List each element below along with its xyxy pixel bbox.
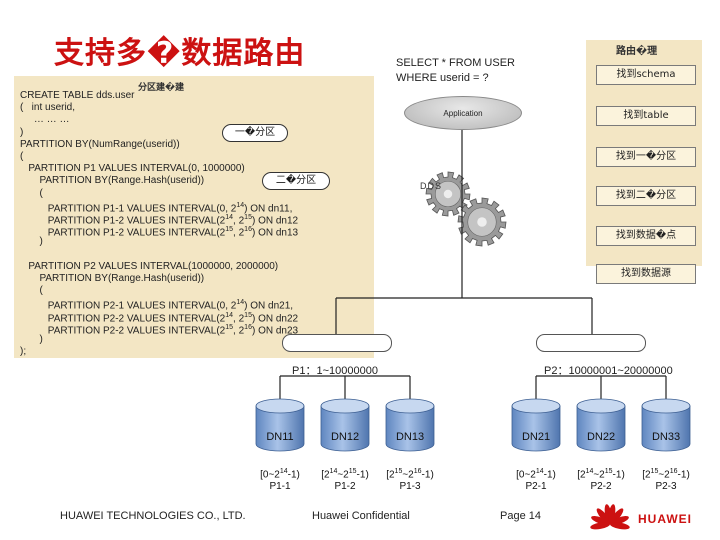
page-title: 支持多�数据路由 <box>54 36 306 71</box>
data-node-name: DN11 <box>266 431 294 443</box>
data-node-cylinder-icon <box>576 398 626 452</box>
callout-level1-partition: 一�分区 <box>222 124 288 142</box>
data-node-cylinder-icon <box>255 398 305 452</box>
sql-line: PARTITION BY(NumRange(userid)) <box>20 138 180 150</box>
sql-ddl-panel <box>14 76 374 358</box>
sql-line: ); <box>20 346 27 358</box>
dds-gears-icon <box>425 171 507 247</box>
sql-line: PARTITION P1-2 VALUES INTERVAL(214, 215)… <box>20 214 299 227</box>
data-node-range: [0~214-1) <box>516 468 556 481</box>
data-node-partition: P1-2 <box>334 481 356 492</box>
route-step: 找到数据�点 <box>596 226 696 246</box>
p2-partition-pill <box>536 334 646 352</box>
p1-partition-pill <box>282 334 392 352</box>
sql-line: … … … <box>20 114 70 126</box>
data-node-name: DN12 <box>330 431 360 443</box>
route-step: 找到table <box>596 106 696 126</box>
data-node-cylinder-icon <box>385 398 435 452</box>
data-node-cylinder-icon <box>511 398 561 452</box>
sql-line: PARTITION P2-2 VALUES INTERVAL(214, 215)… <box>20 311 299 324</box>
data-node-cylinder-icon <box>320 398 370 452</box>
footer-confidential: Huawei Confidential <box>312 510 410 522</box>
sql-line: PARTITION BY(Range.Hash(userid)) <box>20 175 205 187</box>
data-node-name: DN33 <box>651 431 681 443</box>
sql-line: PARTITION P2-1 VALUES INTERVAL(0, 214) O… <box>20 299 294 312</box>
p2-range-label: P2：10000001~20000000 <box>544 365 673 377</box>
data-node-partition: P2-3 <box>655 481 677 492</box>
routing-panel-title: 路由�理 <box>616 46 658 57</box>
sql-line: ( <box>20 285 43 297</box>
sql-line: PARTITION P1-1 VALUES INTERVAL(0, 214) O… <box>20 201 293 215</box>
data-node-range: [0~214-1) <box>260 468 300 481</box>
huawei-logo-text: HUAWEI <box>638 512 692 526</box>
data-node-cylinder-icon <box>641 398 691 452</box>
sql-line: PARTITION P2-2 VALUES INTERVAL(215, 216)… <box>20 323 299 337</box>
data-node-partition: P1-1 <box>269 481 291 492</box>
sql-line: PARTITION P1 VALUES INTERVAL(0, 1000000) <box>20 163 245 175</box>
data-node-partition: P2-2 <box>590 481 612 492</box>
footer-company: HUAWEI TECHNOLOGIES CO., LTD. <box>60 510 246 522</box>
p1-range-label: P1：1~10000000 <box>292 365 378 377</box>
sql-line: ) <box>20 126 24 138</box>
data-node-name: DN21 <box>521 431 551 443</box>
sql-line: PARTITION BY(Range.Hash(userid)) <box>20 273 205 284</box>
data-node-partition: P1-3 <box>399 481 421 492</box>
huawei-logo-icon <box>590 504 630 530</box>
dds-label: DDS <box>420 181 443 191</box>
data-node-range: [214~215-1) <box>321 468 369 481</box>
sql-line: ) <box>20 236 43 248</box>
sql-line: ( <box>20 151 24 162</box>
sql-line: ) <box>20 334 43 345</box>
sql-line: PARTITION P2 VALUES INTERVAL(1000000, 20… <box>20 260 279 272</box>
data-node-name: DN22 <box>586 431 616 443</box>
footer-page-number: Page 14 <box>500 510 541 522</box>
select-query: SELECT * FROM USER WHERE userid = ? <box>396 57 515 84</box>
sql-line: CREATE TABLE dds.user <box>20 90 135 101</box>
route-step: 找到一�分区 <box>596 147 696 167</box>
data-node-name: DN13 <box>395 431 425 443</box>
sql-line: ( int userid, <box>20 102 76 114</box>
sql-line: PARTITION P1-2 VALUES INTERVAL(215, 216)… <box>20 226 299 239</box>
data-node-range: [214~215-1) <box>577 468 625 481</box>
route-step: 找到二�分区 <box>596 186 696 206</box>
data-node-range: [215~216-1) <box>642 468 690 481</box>
sql-line: ( <box>20 187 43 199</box>
sql-panel-header: 分区建�建 <box>138 83 185 93</box>
route-step: 找到schema <box>596 65 696 85</box>
application-node: Application <box>404 96 522 130</box>
callout-level2-partition: 二�分区 <box>262 172 330 190</box>
route-step: 找到数据源 <box>596 264 696 284</box>
data-node-range: [215~216-1) <box>386 468 434 481</box>
data-node-partition: P2-1 <box>525 481 547 492</box>
